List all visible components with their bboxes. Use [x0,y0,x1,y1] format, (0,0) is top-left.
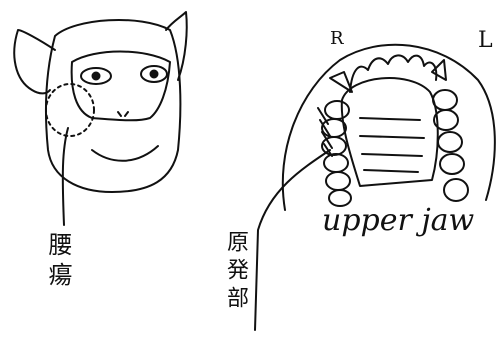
jaw-l-molar-1 [433,90,457,110]
upper-jaw-drawing [255,45,495,330]
jaw-r-molar-1 [325,101,349,119]
jaw-lesion-hatching [318,108,332,156]
monkey-mouth [92,146,158,161]
jaw-r-triangle [330,72,352,92]
monkey-pointer-line [63,128,68,225]
jaw-palate-outline [342,78,438,186]
jaw-outer-arch [283,45,495,210]
label-jaw-region: 原発部 [224,230,246,314]
label-monkey-region: 腰瘍 [46,232,70,292]
label-left-marker: L [478,30,493,52]
jaw-pointer-line [255,150,330,330]
monkey-nose [118,112,128,116]
jaw-l-triangle [432,60,446,80]
monkey-face-patch [72,52,170,121]
label-jaw-caption: upper jaw [322,206,474,236]
label-right-marker: R [330,30,344,48]
monkey-cheek-lesion-circle [46,84,94,136]
